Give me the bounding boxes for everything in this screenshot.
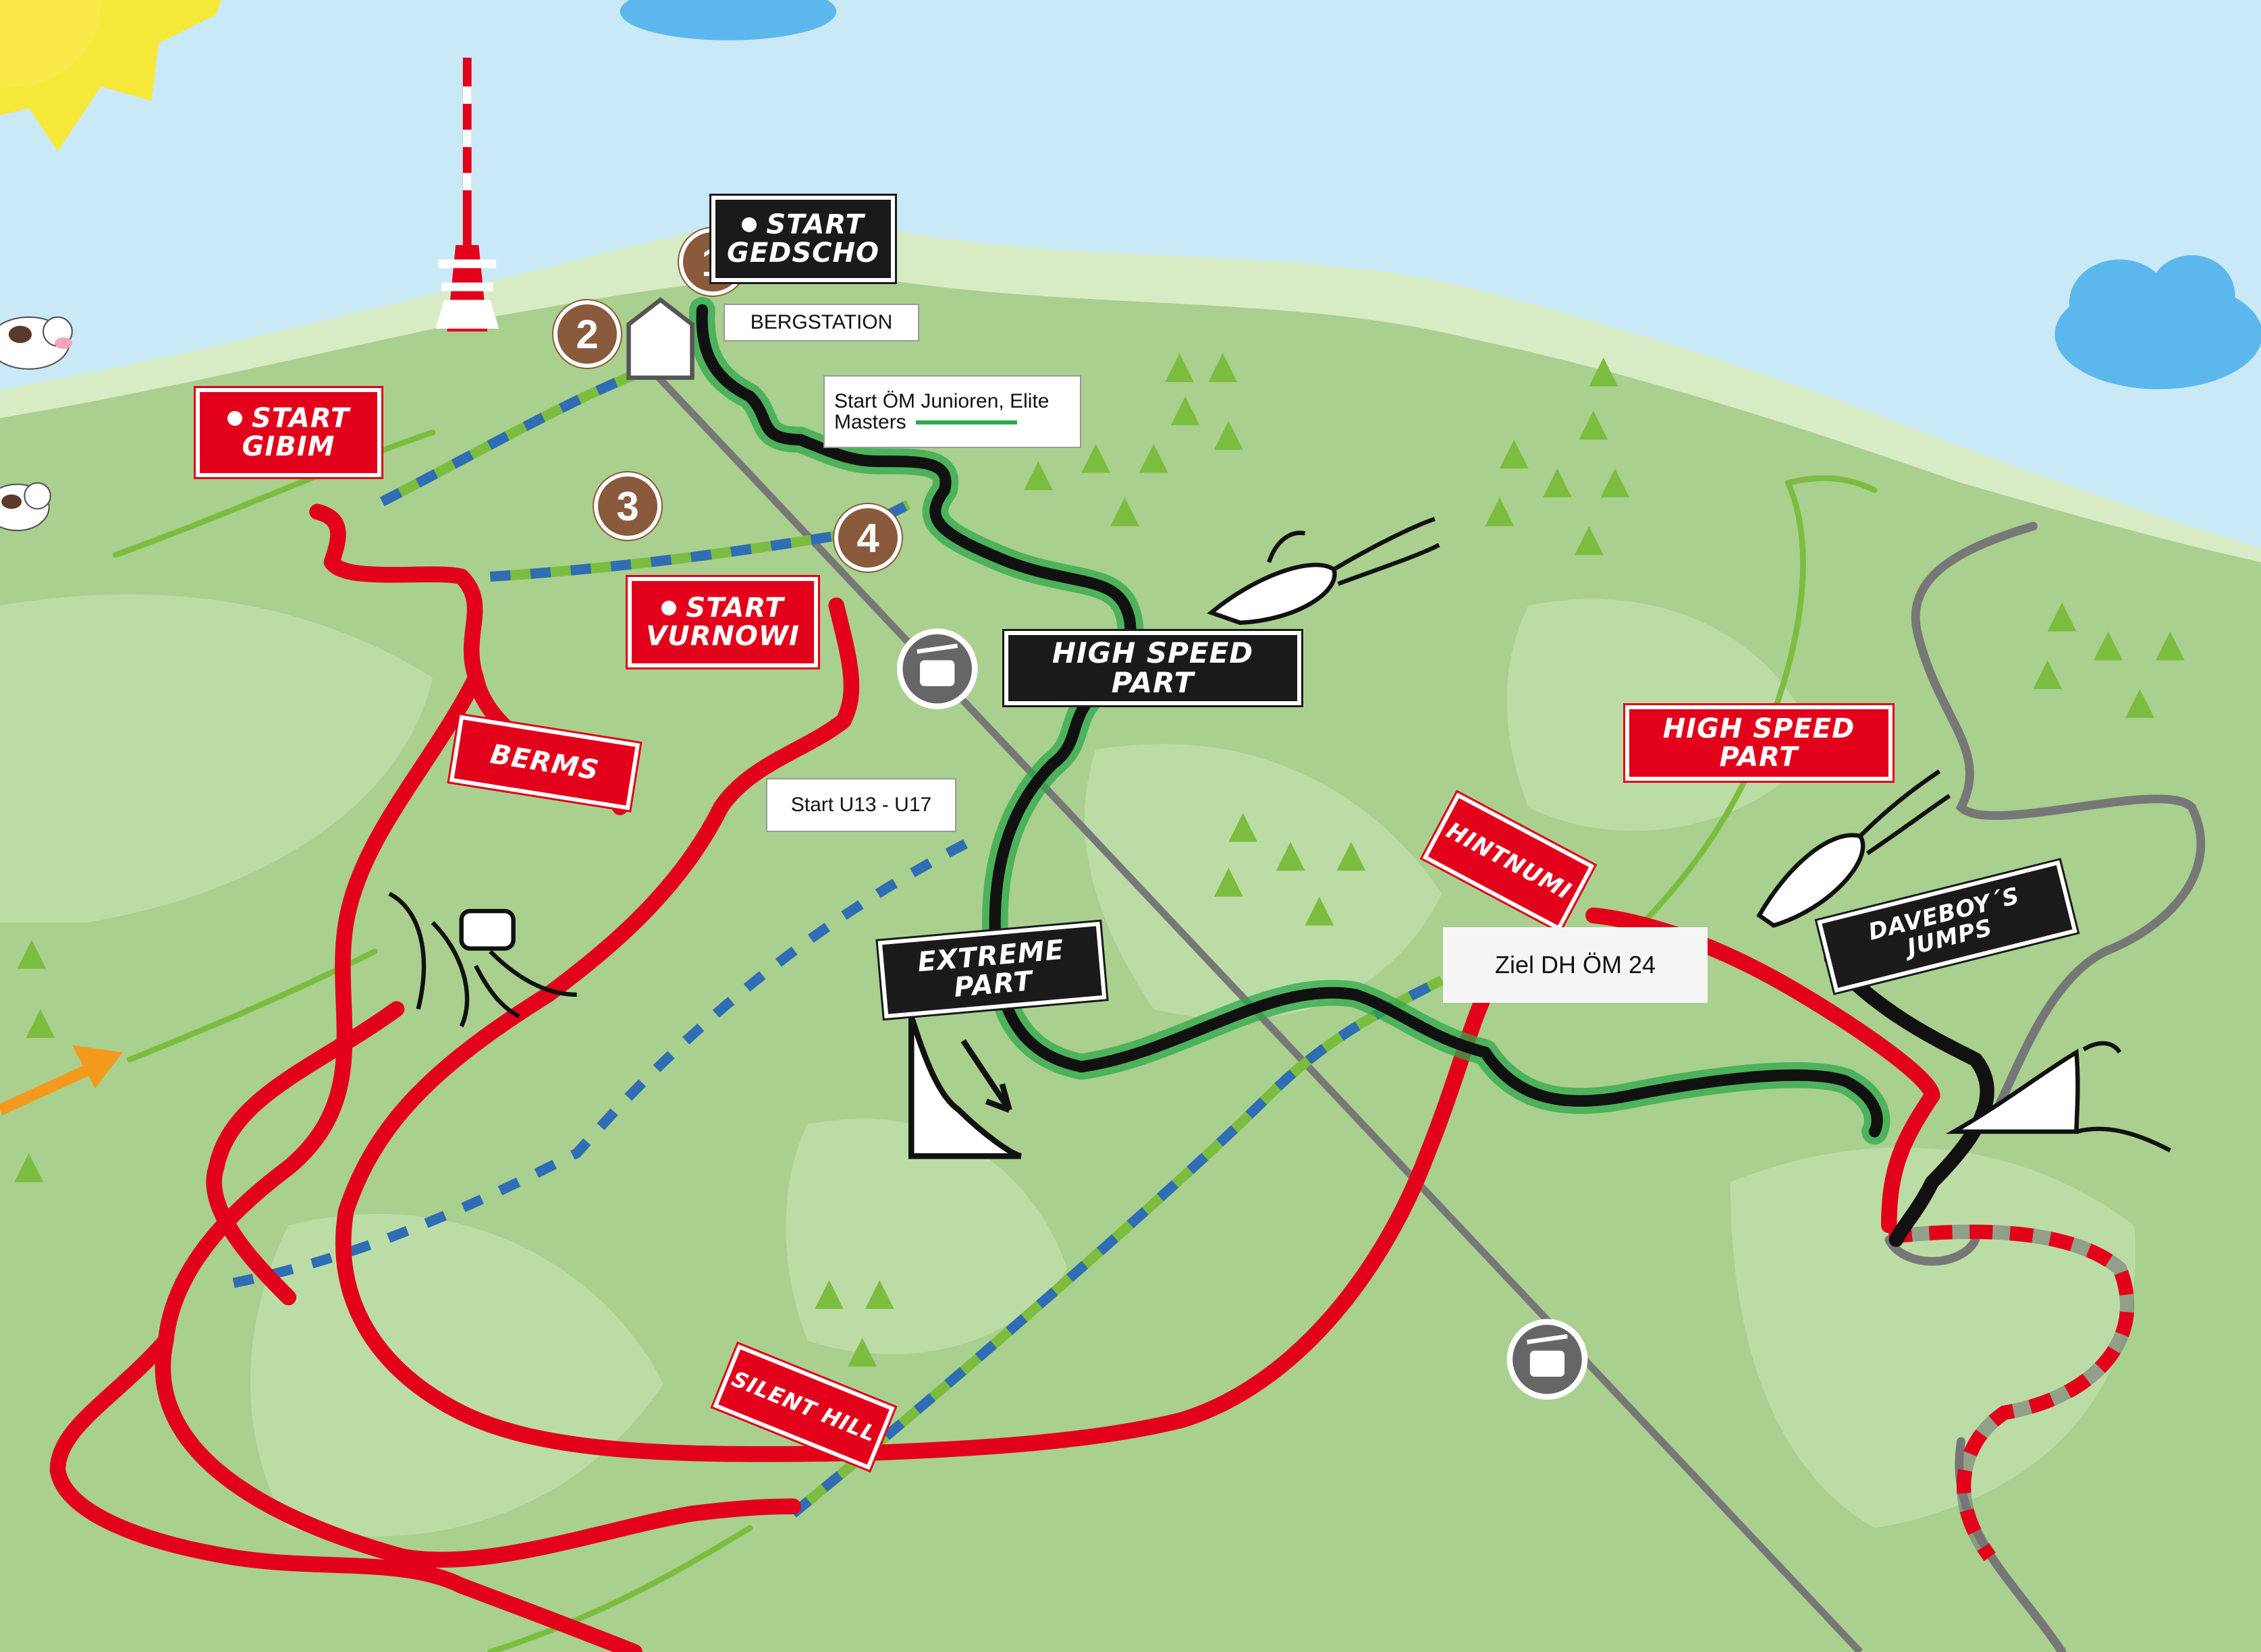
jump-icon [1945,1041,2171,1153]
rocket-rider-icon [1207,516,1951,928]
bergstation-label[interactable]: BERGSTATION [724,304,919,341]
start-vurnowi-line1: START [686,593,784,624]
start-u13-text: Start U13 - U17 [790,794,932,817]
steep-drop-icon [908,1015,1022,1159]
black-trails [688,297,1994,1247]
gondola-icon [896,628,1588,1400]
high-speed-part-red-label[interactable]: HIGH SPEED PART [1625,705,1892,781]
start-u13-label[interactable]: Start U13 - U17 [766,778,956,832]
building-icon [626,297,694,380]
start-om-line2: Masters [834,411,906,433]
marker-3[interactable]: 3 [594,472,661,540]
roots-icon [388,891,577,1028]
start-gibim-line2: GIBIM [242,431,335,462]
cow-icon [0,316,73,532]
start-gibim-line1: START [251,403,350,434]
tower-icon [435,57,499,332]
green-legend-line [915,420,1017,424]
start-gedscho-label[interactable]: START GEDSCHO [711,196,895,282]
start-gibim-label[interactable]: START GIBIM [196,388,381,477]
marker-2[interactable]: 2 [553,300,621,368]
start-vurnowi-label[interactable]: START VURNOWI [628,577,818,667]
sun-icon [0,0,221,152]
red-dashed-trail [1888,1224,2135,1562]
cloud-icon [620,0,2261,389]
start-dot-icon [661,601,677,615]
marker-4[interactable]: 4 [834,504,902,572]
start-om-line1: Start ÖM Junioren, Elite [834,389,1050,412]
ziel-label[interactable]: Ziel DH ÖM 24 [1443,927,1708,1003]
arrow-icon [0,1045,123,1116]
start-om-label[interactable]: Start ÖM Junioren, Elite Masters [823,375,1081,448]
start-dot-icon [227,411,242,426]
start-vurnowi-line2: VURNOWI [646,621,800,652]
start-gedscho-line1: START [766,209,865,240]
high-speed-part-black-label[interactable]: HIGH SPEED PART [1004,631,1301,705]
dashed-trails [232,370,1444,1518]
start-gedscho-line2: GEDSCHO [726,238,879,269]
start-dot-icon [742,217,757,232]
tree-icon [14,353,2185,1367]
